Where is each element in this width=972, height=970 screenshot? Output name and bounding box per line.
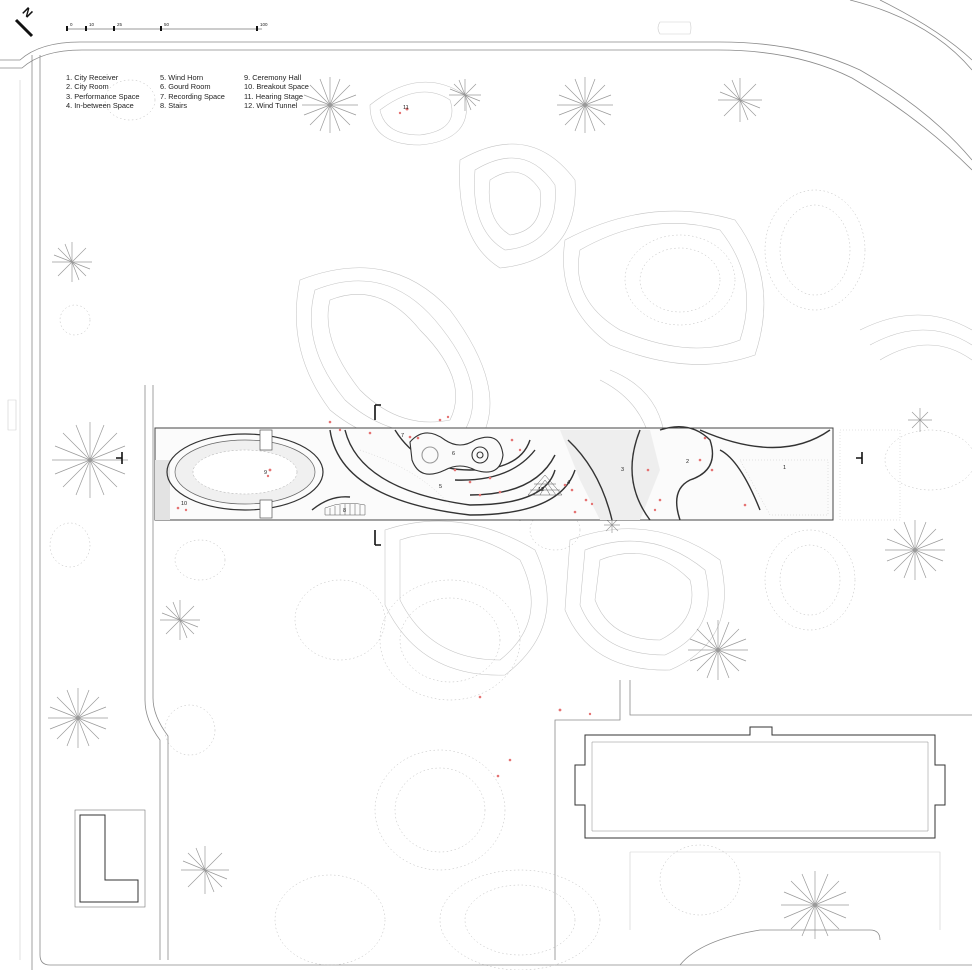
adjacent-building — [574, 726, 946, 839]
ceremony-hall — [166, 433, 324, 511]
road-edges-light — [7, 21, 941, 960]
people-markers — [176, 107, 747, 778]
legend-item: 8. Stairs — [160, 101, 188, 111]
scale-tick-25: 25 — [117, 22, 123, 27]
legend-item: 3. Performance Space — [66, 91, 140, 101]
space-number-7: 7 — [401, 433, 404, 439]
legend-item: 1. City Receiver — [66, 73, 119, 82]
space-number-10: 10 — [181, 501, 187, 507]
section-markers — [116, 404, 863, 546]
legend-item: 12. Wind Tunnel — [244, 101, 298, 111]
north-arrow: N — [14, 5, 36, 38]
scale-tick-0: 0 — [70, 22, 73, 27]
stipple-floor — [359, 429, 901, 521]
north-label: N — [20, 5, 36, 21]
space-number-8: 8 — [343, 508, 346, 514]
legend-item: 2. City Room — [66, 82, 109, 92]
scale-tick-10: 10 — [89, 22, 95, 27]
wind-tunnel — [527, 474, 563, 496]
legend-item: 5. Wind Horn — [160, 73, 204, 82]
scale-tick-100: 100 — [260, 22, 268, 27]
legend: 1. City Receiver 5. Wind Horn 9. Ceremon… — [66, 73, 364, 111]
legend-item: 6. Gourd Room — [160, 82, 211, 92]
gourd-room — [409, 432, 504, 475]
legend-item: 9. Ceremony Hall — [244, 73, 302, 82]
stairs — [324, 502, 366, 516]
space-numbers: 1 2 3 4 5 6 7 8 9 10 11 12 — [181, 105, 786, 514]
space-number-2: 2 — [686, 459, 689, 465]
space-number-3: 3 — [621, 467, 624, 473]
scale-bar: 0 10 25 50 100 — [66, 22, 268, 31]
space-number-1: 1 — [783, 465, 786, 471]
legend-item: 11. Hearing Stage — [244, 91, 304, 101]
legend-item: 10. Breakout Space — [244, 82, 309, 92]
space-number-9: 9 — [264, 470, 267, 476]
space-number-6: 6 — [452, 451, 455, 457]
legend-item: 4. In-between Space — [66, 101, 134, 111]
scale-tick-50: 50 — [164, 22, 170, 27]
contour-lines — [295, 81, 972, 676]
space-number-4: 4 — [567, 480, 570, 486]
small-l-building — [74, 809, 146, 908]
space-number-11: 11 — [403, 105, 409, 111]
legend-item: 7. Recording Space — [160, 91, 225, 101]
vegetation-clusters — [49, 79, 972, 970]
pavilion-building — [154, 426, 901, 521]
space-number-5: 5 — [439, 484, 442, 490]
space-number-12: 12 — [538, 487, 544, 493]
